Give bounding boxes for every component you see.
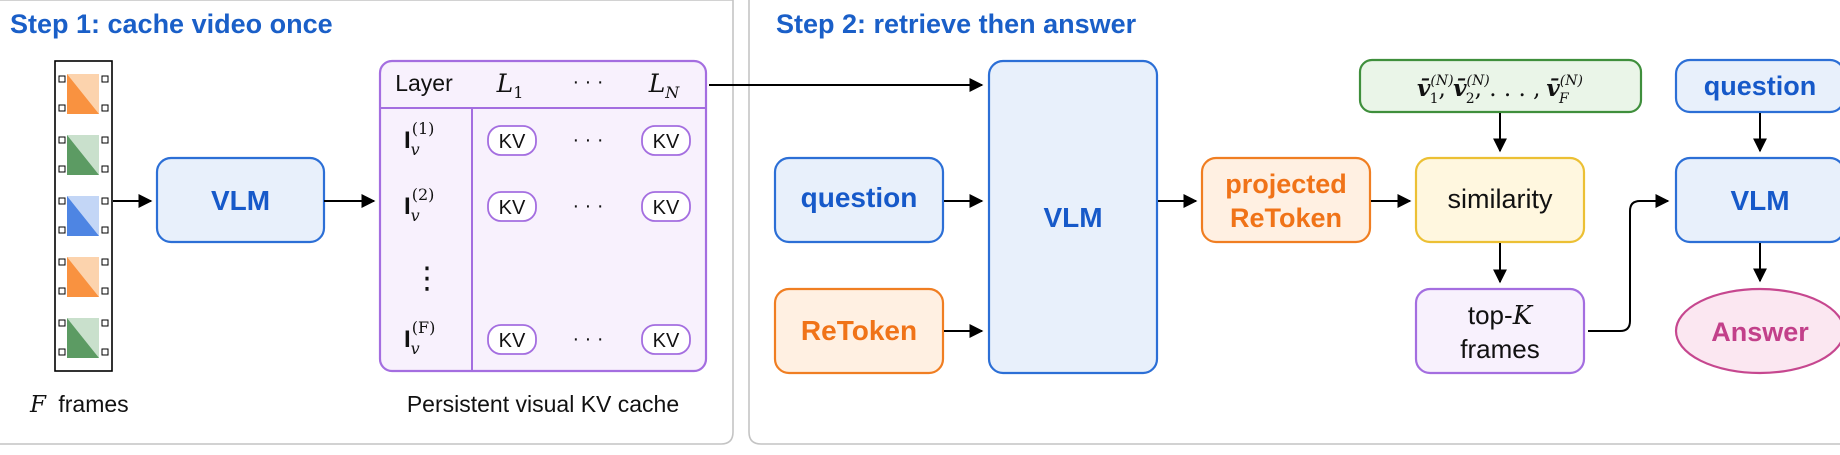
retoken-label: ReToken	[801, 315, 917, 346]
svg-text:KV: KV	[499, 330, 526, 352]
topk-frames-box[interactable]: top-K frames	[1414, 287, 1586, 375]
kv-header-l1: L1	[496, 69, 524, 102]
vlm-box-answer[interactable]: VLM	[1674, 156, 1840, 244]
step1-title: Step 1: cache video once	[10, 9, 333, 39]
film-strip	[54, 60, 113, 372]
cache-caption: Persistent visual KV cache	[407, 391, 679, 417]
film-frame-thumbnail	[58, 318, 109, 358]
film-frame-thumbnail	[58, 196, 109, 236]
question-label-2: question	[1704, 71, 1817, 101]
kv-row-label: Iv(2)	[404, 185, 434, 225]
retoken-box[interactable]: ReToken	[773, 287, 945, 375]
frame-vectors-label: v̄(N)1, v̄(N)2, . . . ,v̄(N)F	[1417, 73, 1583, 107]
kv-cell-first: KV	[487, 191, 537, 222]
film-frame-thumbnail	[58, 135, 109, 175]
kv-row: Iv(1) KV KV · · ·	[404, 119, 691, 159]
step2-panel	[748, 0, 1840, 445]
kv-cell-first: KV	[487, 324, 537, 355]
frames-caption: F frames	[29, 391, 129, 418]
kv-row: Iv(F) KV KV · · ·	[404, 318, 691, 358]
kv-row-dots: · · ·	[572, 328, 603, 350]
question-box-2[interactable]: question	[1674, 58, 1840, 114]
kv-cell-last: KV	[641, 191, 691, 222]
film-frame-thumbnail	[58, 74, 109, 114]
question-box[interactable]: question	[773, 156, 945, 244]
svg-text:KV: KV	[653, 197, 680, 219]
step1-panel	[0, 0, 734, 445]
question-label: question	[801, 182, 918, 213]
kv-row-dots: · · ·	[572, 195, 603, 217]
projected-label-line1: projected	[1225, 169, 1347, 199]
similarity-label: similarity	[1448, 184, 1553, 214]
arrow-topk-to-vlm3	[1588, 194, 1670, 332]
kv-row-label: Iv(1)	[404, 119, 434, 159]
frame-vectors-box: v̄(N)1, v̄(N)2, . . . ,v̄(N)F	[1358, 58, 1643, 114]
vlm-label-step1: VLM	[211, 185, 270, 216]
vlm-label-step2: VLM	[1043, 202, 1102, 233]
vlm-label-answer: VLM	[1730, 185, 1789, 216]
kv-header-dots: · · ·	[572, 71, 603, 93]
kv-row: Iv(2) KV KV · · ·	[404, 185, 691, 225]
projected-retoken-box[interactable]: projected ReToken	[1200, 156, 1372, 244]
kv-cell-last: KV	[641, 125, 691, 156]
svg-text:KV: KV	[499, 131, 526, 153]
svg-text:KV: KV	[653, 131, 680, 153]
kv-header-layer: Layer	[395, 70, 453, 96]
kv-row-label: Iv(F)	[404, 318, 435, 358]
film-frame-thumbnail	[58, 257, 109, 297]
vlm-box-step2[interactable]: VLM	[987, 59, 1159, 375]
vlm-box-step1[interactable]: VLM	[155, 156, 326, 244]
step2-title: Step 2: retrieve then answer	[776, 9, 1137, 39]
kv-cell-first: KV	[487, 125, 537, 156]
answer-label: Answer	[1711, 317, 1809, 347]
projected-label-line2: ReToken	[1230, 203, 1342, 233]
similarity-box[interactable]: similarity	[1414, 156, 1586, 244]
topk-label-line2: frames	[1460, 334, 1539, 364]
kv-vertical-dots: ⋮	[412, 262, 442, 295]
kv-row-dots: · · ·	[572, 129, 603, 151]
svg-text:KV: KV	[499, 197, 526, 219]
topk-label-line1: top-K	[1468, 300, 1534, 331]
kv-header-ln: LN	[648, 69, 681, 102]
kv-cell-last: KV	[641, 324, 691, 355]
svg-text:KV: KV	[653, 330, 680, 352]
answer-ellipse[interactable]: Answer	[1674, 287, 1840, 375]
kv-cache-table: Layer L1 · · · LN Iv(1) KV KV · · · Iv(2) KV K…	[378, 59, 708, 373]
